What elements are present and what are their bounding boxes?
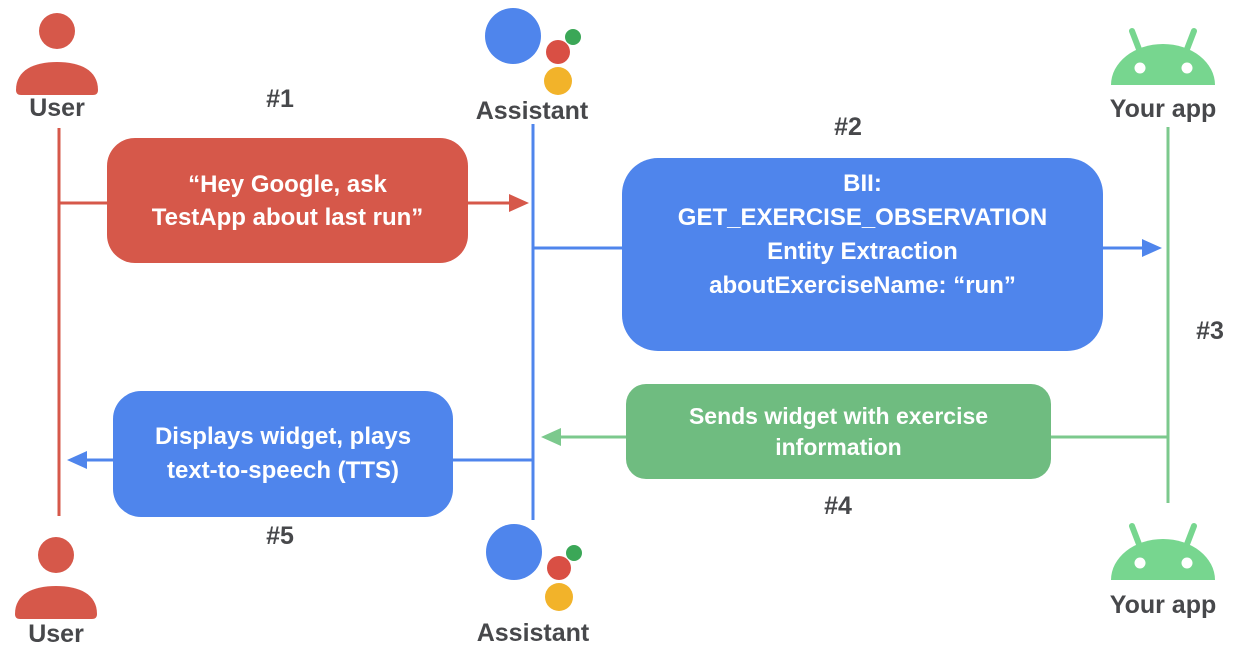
step-label-2: #2 <box>834 113 862 141</box>
step-label-1: #1 <box>266 85 294 113</box>
arrow-5-head <box>67 451 87 469</box>
actor-label-user-top: User <box>29 94 85 122</box>
step-label-3: #3 <box>1196 317 1224 345</box>
arrow-4-head <box>541 428 561 446</box>
user-top-icon <box>16 13 98 95</box>
message-box-sends-widget: Sends widget with exercise information <box>626 384 1051 479</box>
android-bottom-icon <box>1111 523 1215 580</box>
assistant-bottom-icon <box>486 524 582 611</box>
arrow-1-head <box>509 194 529 212</box>
message-box-bii: BII: GET_EXERCISE_OBSERVATION Entity Ext… <box>622 158 1103 351</box>
message-box-displays-widget: Displays widget, plays text-to-speech (T… <box>113 391 453 517</box>
arrow-2-head <box>1142 239 1162 257</box>
step-label-4: #4 <box>824 492 852 520</box>
actor-label-assistant-top: Assistant <box>475 97 589 125</box>
message-box-hey-google: “Hey Google, ask TestApp about last run” <box>107 138 468 263</box>
actor-label-your-app-top: Your app <box>1109 95 1217 123</box>
actor-label-assistant-bottom: Assistant <box>476 619 590 647</box>
actor-label-your-app-bottom: Your app <box>1109 591 1217 619</box>
actor-label-user-bottom: User <box>28 620 84 648</box>
android-top-icon <box>1111 28 1215 85</box>
assistant-top-icon <box>485 8 581 95</box>
user-bottom-icon <box>15 537 97 619</box>
step-label-5: #5 <box>266 522 294 550</box>
